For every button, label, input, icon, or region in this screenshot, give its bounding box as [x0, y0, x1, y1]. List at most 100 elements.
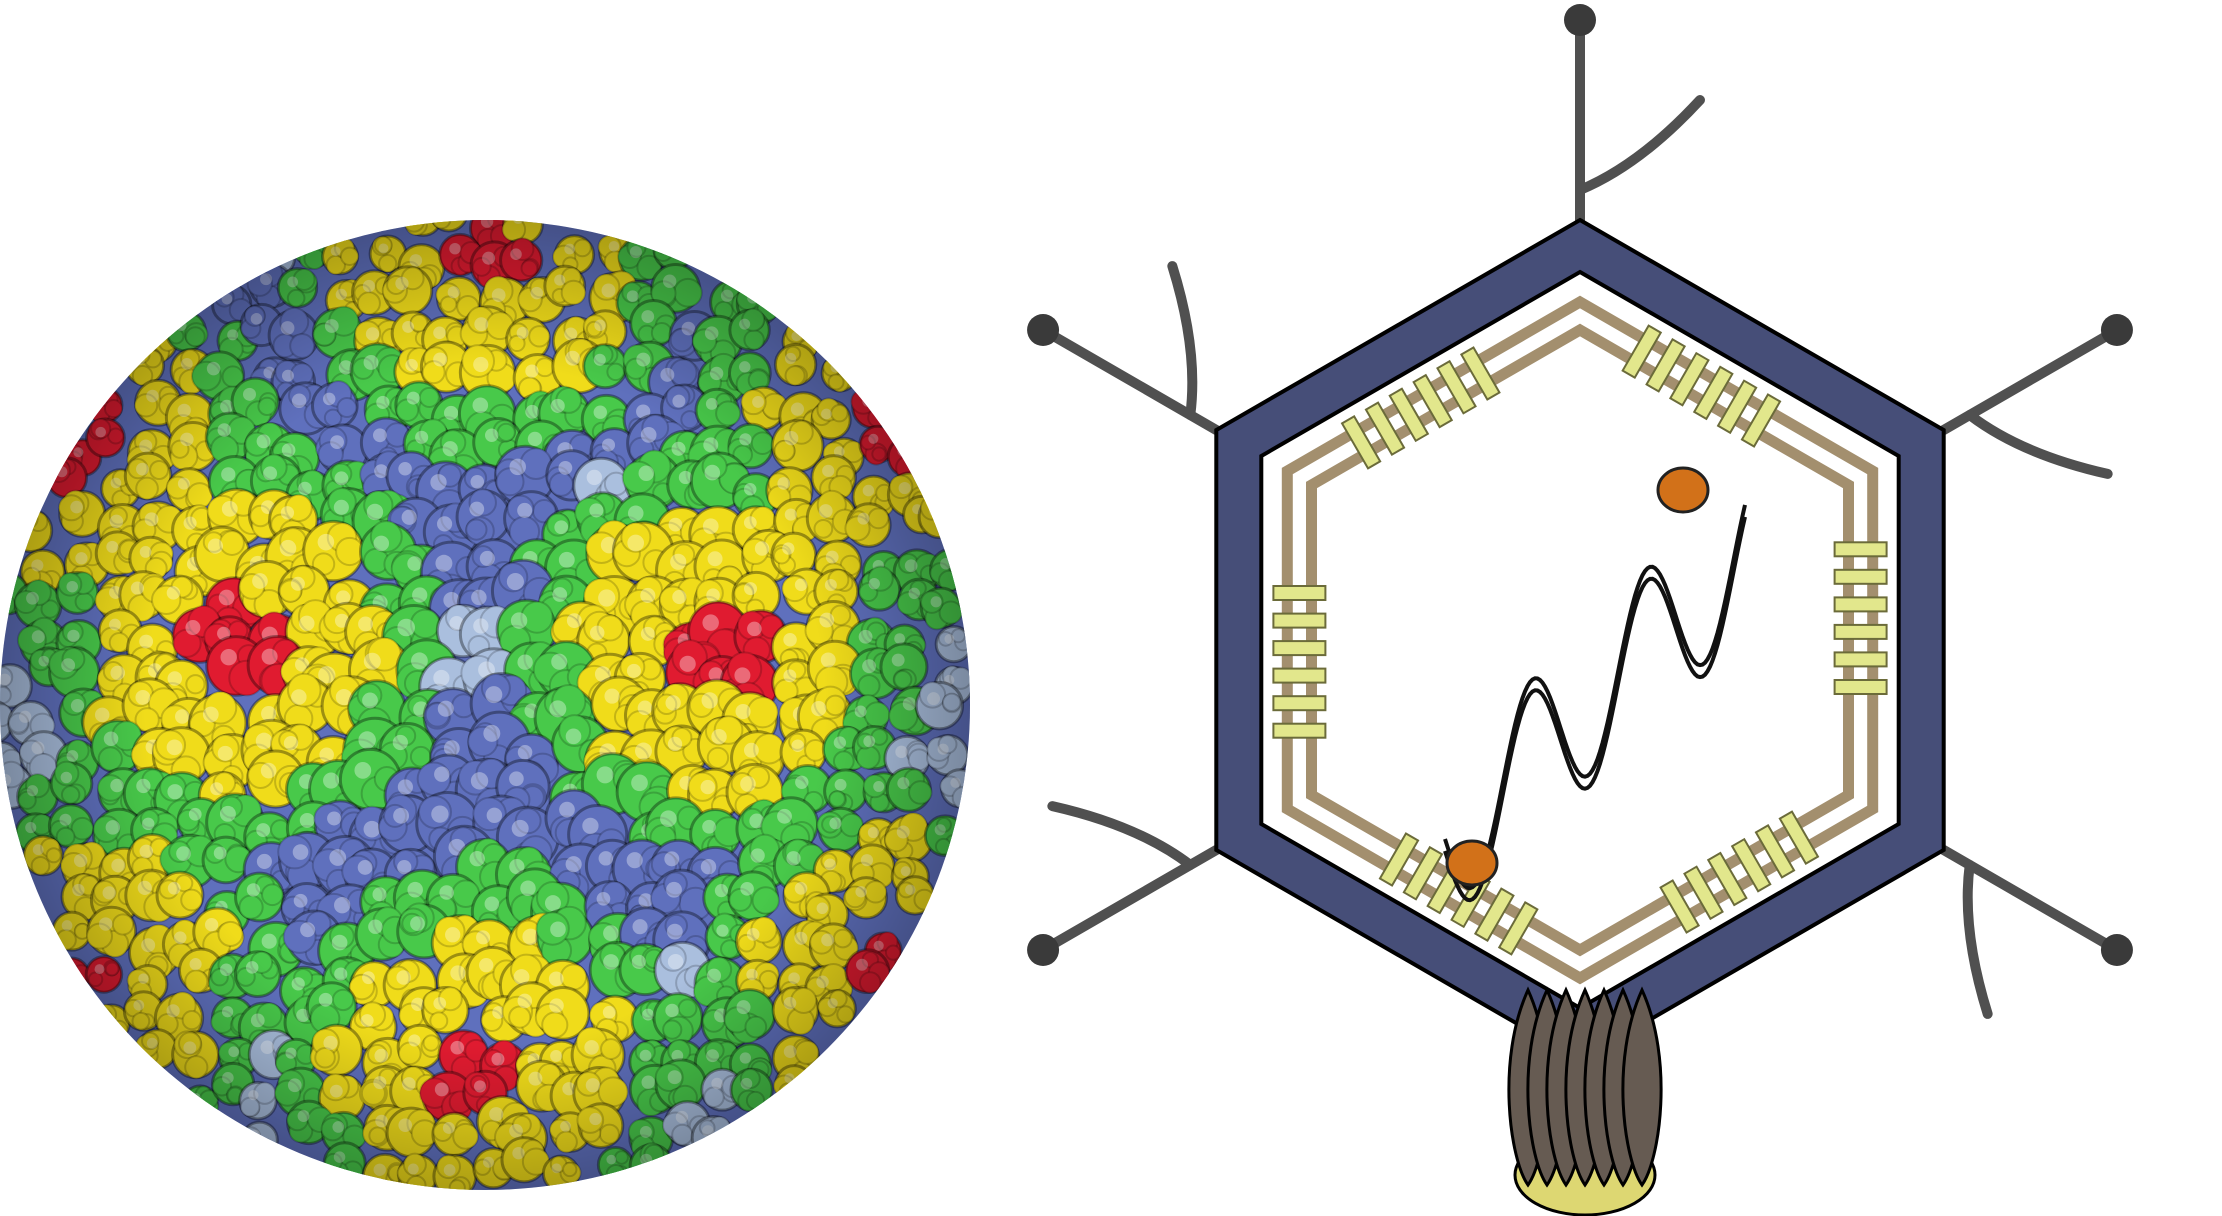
- subunit-lobe: [908, 448, 930, 470]
- spike-knob: [1027, 314, 1060, 346]
- membrane-protein: [1412, 373, 1454, 429]
- subunit-lobe: [659, 228, 682, 251]
- spike-knob: [2100, 934, 2133, 966]
- membrane-protein: [1272, 585, 1327, 601]
- subunit-lobe: [10, 523, 28, 540]
- membrane-protein-group: [1378, 832, 1539, 956]
- membrane-protein: [1459, 346, 1501, 401]
- subunit-lobe: [654, 235, 674, 255]
- membrane-proteins: [1272, 324, 1888, 956]
- subunit-highlight: [267, 247, 278, 258]
- subunit-lobe: [789, 1078, 814, 1103]
- subunit-lobe: [50, 964, 73, 987]
- membrane-protein: [1833, 679, 1888, 695]
- subunit-highlight: [95, 395, 106, 405]
- subunit-highlight: [61, 965, 72, 976]
- membrane-protein: [1833, 651, 1888, 668]
- subunit-lobe: [253, 1137, 275, 1160]
- subunit-lobe: [442, 195, 457, 210]
- membrane-protein: [1833, 596, 1888, 613]
- capsid-surface-render: [0, 195, 970, 1190]
- subunit-lobe: [932, 497, 950, 514]
- spike: [1027, 801, 1222, 966]
- spike-fiber: [1167, 261, 1198, 420]
- membrane-protein: [1833, 541, 1888, 558]
- subunit-lobe: [866, 386, 888, 407]
- membrane-protein: [1716, 379, 1758, 435]
- membrane-protein: [1378, 832, 1420, 887]
- subunit-lobe: [449, 220, 469, 221]
- subunit-highlight: [303, 238, 315, 249]
- subunit-lobe: [240, 1132, 259, 1151]
- subunit-lobe: [510, 220, 529, 224]
- subunit-lobe: [0, 571, 14, 597]
- spike-fiber: [1964, 410, 2113, 479]
- spike-fiber: [1962, 860, 1993, 1019]
- capsid-shading: [0, 220, 970, 1190]
- spike-fiber: [1575, 95, 1705, 195]
- genome: [1443, 466, 1747, 903]
- membrane-protein: [1683, 865, 1724, 921]
- spike-knob: [1564, 4, 1596, 36]
- membrane-protein: [1272, 640, 1327, 657]
- spike-knob: [1027, 934, 1060, 966]
- spike-fiber: [1047, 801, 1196, 870]
- portal-vertex: [1507, 986, 1663, 1216]
- subunit-lobe: [265, 241, 282, 257]
- membrane-protein: [1340, 415, 1382, 470]
- subunit-highlight: [0, 581, 8, 594]
- subunit-highlight: [413, 206, 423, 216]
- subunit-lobe: [273, 240, 293, 261]
- subunit-lobe: [902, 437, 923, 457]
- subunit-highlight: [663, 238, 675, 250]
- membrane-protein: [1659, 879, 1701, 934]
- membrane-protein: [1473, 887, 1515, 942]
- genome-terminal-protein: [1656, 466, 1710, 514]
- spike: [1938, 314, 2133, 479]
- subunit-highlight: [19, 518, 32, 531]
- subunit-highlight: [439, 202, 449, 212]
- membrane-protein-group: [1272, 585, 1327, 739]
- membrane-protein: [1621, 324, 1663, 379]
- membrane-protein-group: [1340, 346, 1501, 470]
- portal-lobes: [1507, 986, 1663, 1188]
- membrane-inner-layer: [1306, 323, 1854, 957]
- portal-lobe: [1621, 986, 1663, 1188]
- genome-strand-a: [1443, 504, 1747, 891]
- membrane-protein: [1272, 667, 1327, 684]
- subunit-lobe: [59, 976, 76, 993]
- subunit-lobe: [422, 201, 439, 218]
- subunit-highlight: [0, 750, 2, 761]
- membrane-protein: [1730, 837, 1772, 893]
- membrane-protein: [1833, 623, 1888, 640]
- membrane-protein-group: [1833, 541, 1888, 695]
- subunit-lobe: [700, 1138, 722, 1160]
- virion-schematic: [1027, 4, 2133, 1216]
- subunit-lobe: [0, 580, 8, 603]
- membrane-protein: [1778, 810, 1820, 865]
- subunit-lobe: [948, 552, 970, 579]
- membrane-protein: [1668, 351, 1710, 407]
- membrane-protein: [1402, 845, 1444, 901]
- membrane-protein: [1272, 695, 1327, 712]
- membrane-protein-group: [1621, 324, 1782, 448]
- genome-terminal-protein: [1445, 839, 1499, 887]
- membrane-protein: [1272, 612, 1327, 629]
- subunit-lobe: [257, 243, 279, 264]
- spike: [1564, 4, 1705, 225]
- membrane-protein: [1497, 901, 1539, 956]
- subunit-highlight: [102, 1012, 113, 1023]
- genome-strand-b: [1443, 516, 1747, 903]
- membrane-protein: [1364, 401, 1406, 456]
- membrane-protein: [1436, 359, 1477, 415]
- membrane-protein: [1272, 722, 1327, 739]
- membrane-protein: [1706, 851, 1748, 907]
- membrane-protein-group: [1659, 810, 1820, 934]
- membrane-outer-layer: [1281, 295, 1879, 985]
- membrane-protein: [1692, 365, 1734, 421]
- subunit-lobe: [931, 493, 959, 520]
- spike-knob: [2100, 314, 2133, 346]
- membrane-protein: [1645, 338, 1687, 393]
- membrane-protein: [1833, 568, 1888, 585]
